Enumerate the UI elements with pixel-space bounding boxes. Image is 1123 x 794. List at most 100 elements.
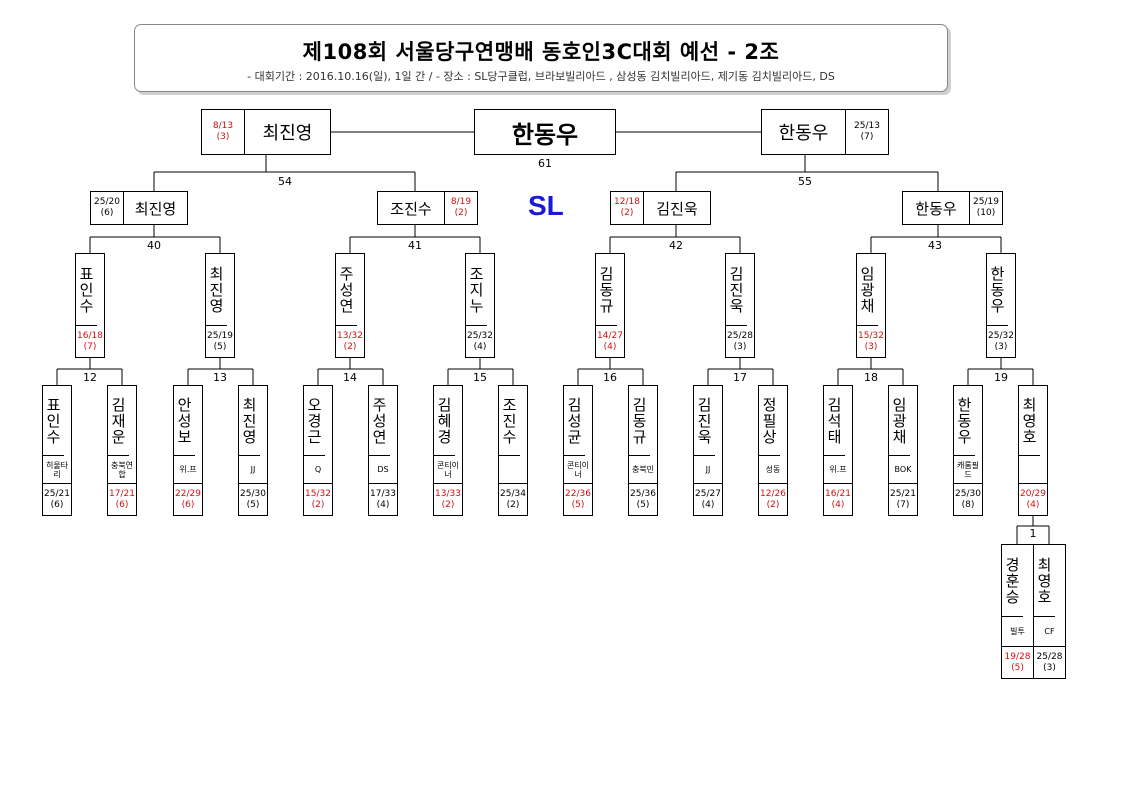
player-name: 한동우 (954, 386, 975, 456)
match-number-semi-2: 55 (798, 175, 812, 188)
innings: (2) (766, 499, 780, 510)
score-cell: 14/27(4) (596, 326, 624, 357)
player-name: 경훈승 (1002, 545, 1023, 617)
match-number-quarter-4: 43 (928, 239, 942, 252)
player-name: 표인수 (76, 254, 97, 326)
score-cell: 25/34(2) (499, 484, 527, 515)
innings: (5) (1011, 662, 1024, 673)
score-cell: 25/28(3) (726, 326, 754, 357)
club-name: DS (369, 456, 397, 484)
score-cell: 25/19(5) (206, 326, 234, 357)
score: 8/13 (212, 121, 234, 131)
club-name: BOK (889, 456, 917, 484)
score-cell: 25/30(8) (954, 484, 982, 515)
score: 25/21 (890, 488, 916, 499)
score: 8/19 (450, 197, 472, 207)
score-cell: 13/33(2) (434, 484, 462, 515)
innings: (7) (83, 341, 97, 352)
match-number-round1-8: 19 (994, 371, 1008, 384)
player-name: 표인수 (43, 386, 64, 456)
match-number-final: 61 (538, 157, 552, 170)
innings: (2) (454, 208, 468, 218)
player-name: 조진수 (499, 386, 520, 456)
score-cell: 25/19(10) (969, 192, 1002, 224)
quarter-player-1: 25/20(6) 최진영 (90, 191, 188, 225)
final-right-score-cell: 25/13 (7) (845, 110, 888, 154)
innings: (4) (376, 499, 390, 510)
final-left-score-cell: 8/13 (3) (202, 110, 245, 154)
player-name: 김재운 (108, 386, 129, 456)
score-cell: 25/21(6) (43, 484, 71, 515)
champion-box: 한동우 (474, 109, 616, 155)
player-name: 김진욱 (726, 254, 747, 326)
player-name: 김혜경 (434, 386, 455, 456)
score-cell: 25/32(3) (987, 326, 1015, 357)
player-name: 주성연 (369, 386, 390, 456)
score: 25/28 (1036, 651, 1063, 662)
player-name: 임광채 (857, 254, 878, 326)
innings: (6) (100, 208, 114, 218)
innings: (5) (213, 341, 227, 352)
innings: (4) (701, 499, 715, 510)
innings: (2) (343, 341, 357, 352)
player-name: 김진욱 (656, 199, 698, 218)
score: 25/19 (973, 197, 999, 207)
club-name (499, 456, 527, 484)
final-right-player: 한동우 25/13 (7) (761, 109, 889, 155)
score-cell: 13/32(2) (336, 326, 364, 357)
score: 19/28 (1004, 651, 1031, 662)
player-name: 김동규 (596, 254, 617, 326)
score: 14/27 (597, 330, 623, 341)
title-box: 제108회 서울당구연맹배 동호인3C대회 예선 - 2조 - 대회기간 : 2… (134, 24, 948, 92)
innings: (3) (1043, 662, 1056, 673)
score: 20/29 (1020, 488, 1046, 499)
innings: (3) (864, 341, 878, 352)
match-number-round1-2: 13 (213, 371, 227, 384)
club-name (1019, 456, 1047, 484)
score-cell: 22/29(6) (174, 484, 202, 515)
score-cell: 17/33(4) (369, 484, 397, 515)
score: 16/21 (825, 488, 851, 499)
innings: (10) (976, 208, 996, 218)
score-cell: 25/27(4) (694, 484, 722, 515)
score: 13/33 (435, 488, 461, 499)
player-name: 최영호 (1019, 386, 1040, 456)
score-cell: 12/18(2) (611, 192, 644, 224)
score-cell: 19/28(5) (1002, 647, 1033, 678)
player-name: 최진영 (134, 199, 177, 218)
innings: (3) (733, 341, 747, 352)
score-cell: 15/32(2) (304, 484, 332, 515)
score: 25/32 (988, 330, 1014, 341)
player-name: 최진영 (206, 254, 227, 326)
match-number-round1-3: 14 (343, 371, 357, 384)
innings: (2) (311, 499, 325, 510)
page-subtitle: - 대회기간 : 2016.10.16(일), 1일 간 / - 장소 : SL… (247, 70, 835, 83)
player-name: 임광채 (889, 386, 910, 456)
score-cell: 25/20(6) (91, 192, 124, 224)
score: 25/27 (695, 488, 721, 499)
match-number-semi-1: 54 (278, 175, 292, 188)
score: 25/28 (727, 330, 753, 341)
club-name: 위.프 (174, 456, 202, 484)
club-name: 콘티이너 (564, 456, 592, 484)
score-cell: 16/21(4) (824, 484, 852, 515)
score: 16/18 (77, 330, 103, 341)
